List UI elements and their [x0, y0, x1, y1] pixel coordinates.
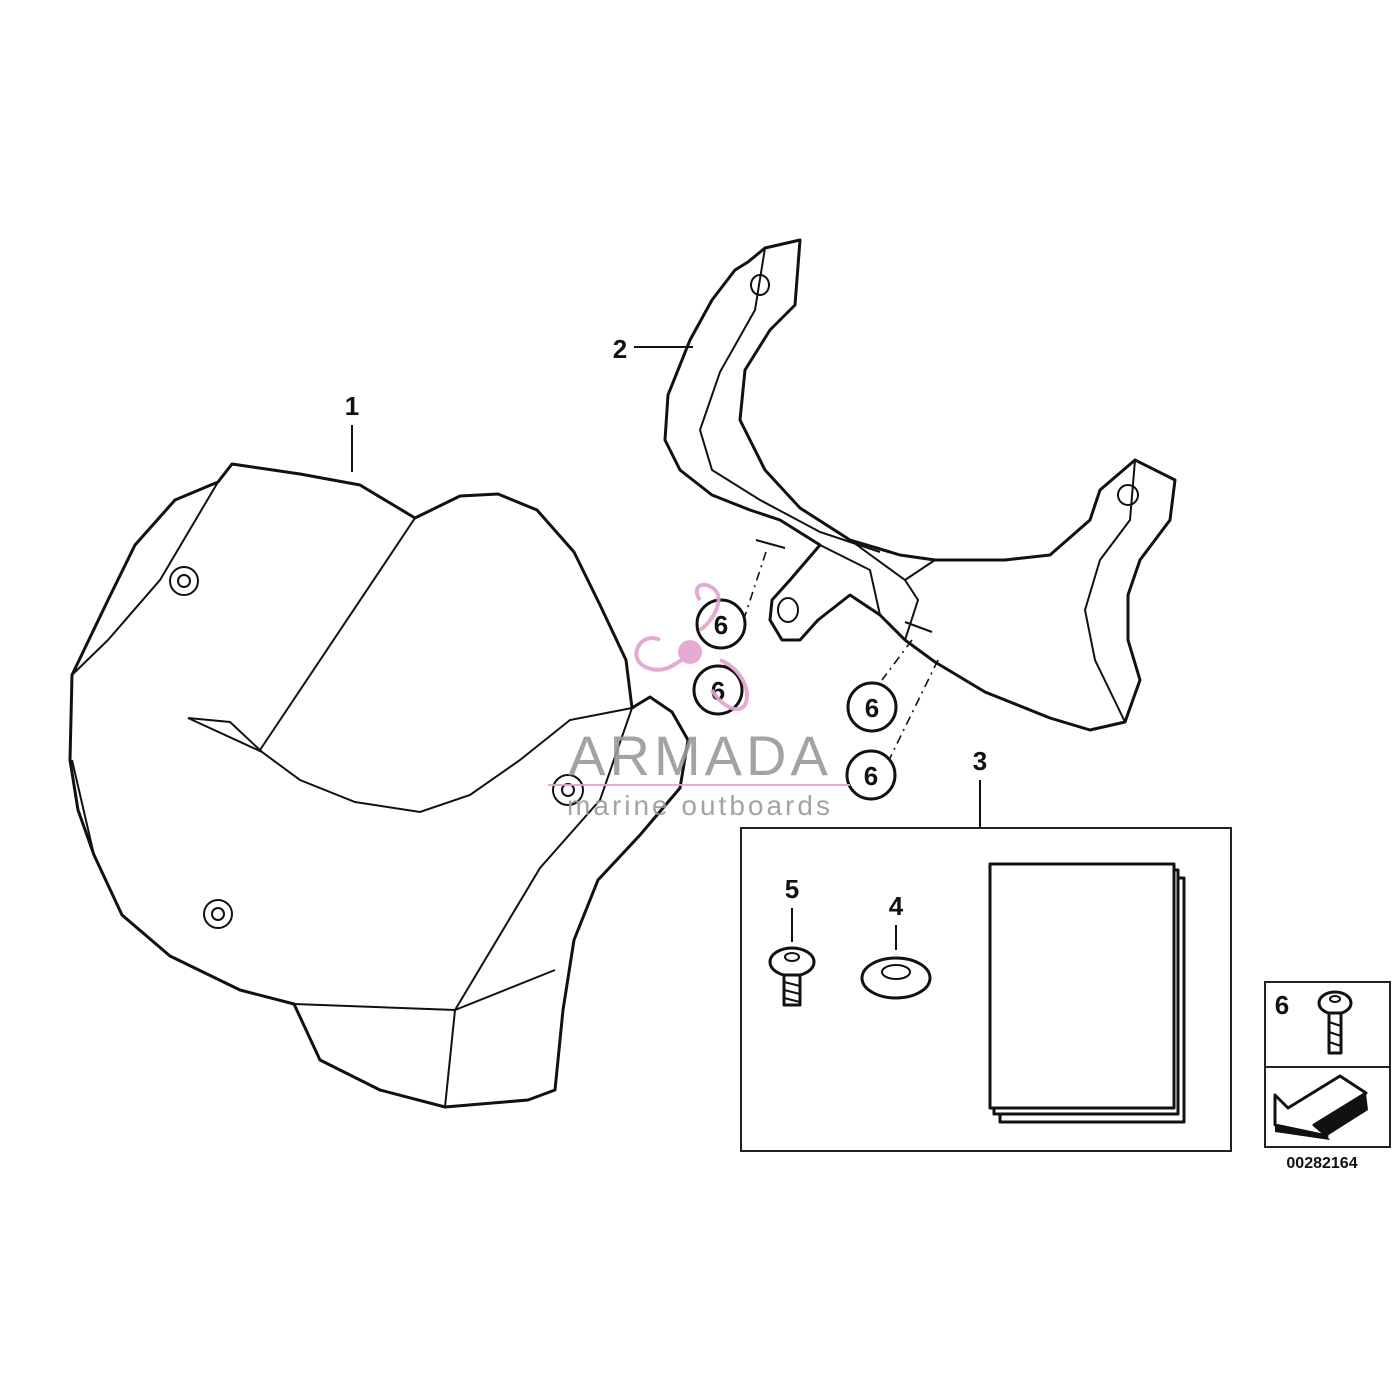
kit-box [740, 827, 1232, 1152]
part-5-screw: 5 [768, 874, 816, 1007]
part-2-bracket [663, 238, 1177, 732]
callout-label-6: 6 [865, 693, 879, 723]
callout-label-4: 4 [889, 891, 904, 921]
watermark-brand: ARMADA [568, 724, 832, 787]
part-4-washer: 4 [860, 891, 932, 1000]
callout-label-1: 1 [345, 391, 359, 421]
legend-box: 6 00282164 [1264, 981, 1391, 1172]
callout-label-2: 2 [613, 334, 627, 364]
instruction-booklet [988, 862, 1186, 1124]
callout-label-6: 6 [864, 761, 878, 791]
callout-6-c: 6 [846, 681, 898, 733]
callout-1: 1 [345, 391, 359, 472]
part-1-cover [68, 462, 690, 1109]
callout-label-6: 6 [711, 676, 725, 706]
callout-6-b: 6 [692, 664, 744, 716]
callout-3: 3 [973, 746, 987, 828]
legend-screw-icon [1317, 990, 1353, 1055]
armada-logo-icon [634, 582, 749, 711]
legend-item-number: 6 [1275, 990, 1289, 1020]
watermark: ARMADA marine outboards [548, 582, 850, 821]
callout-label-3: 3 [973, 746, 987, 776]
arrow-icon [1273, 1074, 1368, 1140]
callout-6-a: 6 [695, 598, 747, 650]
callout-2: 2 [613, 334, 693, 364]
callout-6-d: 6 [845, 749, 897, 801]
watermark-tagline: marine outboards [567, 790, 833, 821]
diagram-number: 00282164 [1286, 1155, 1357, 1172]
callout-label-6: 6 [714, 610, 728, 640]
callout-label-5: 5 [785, 874, 799, 904]
